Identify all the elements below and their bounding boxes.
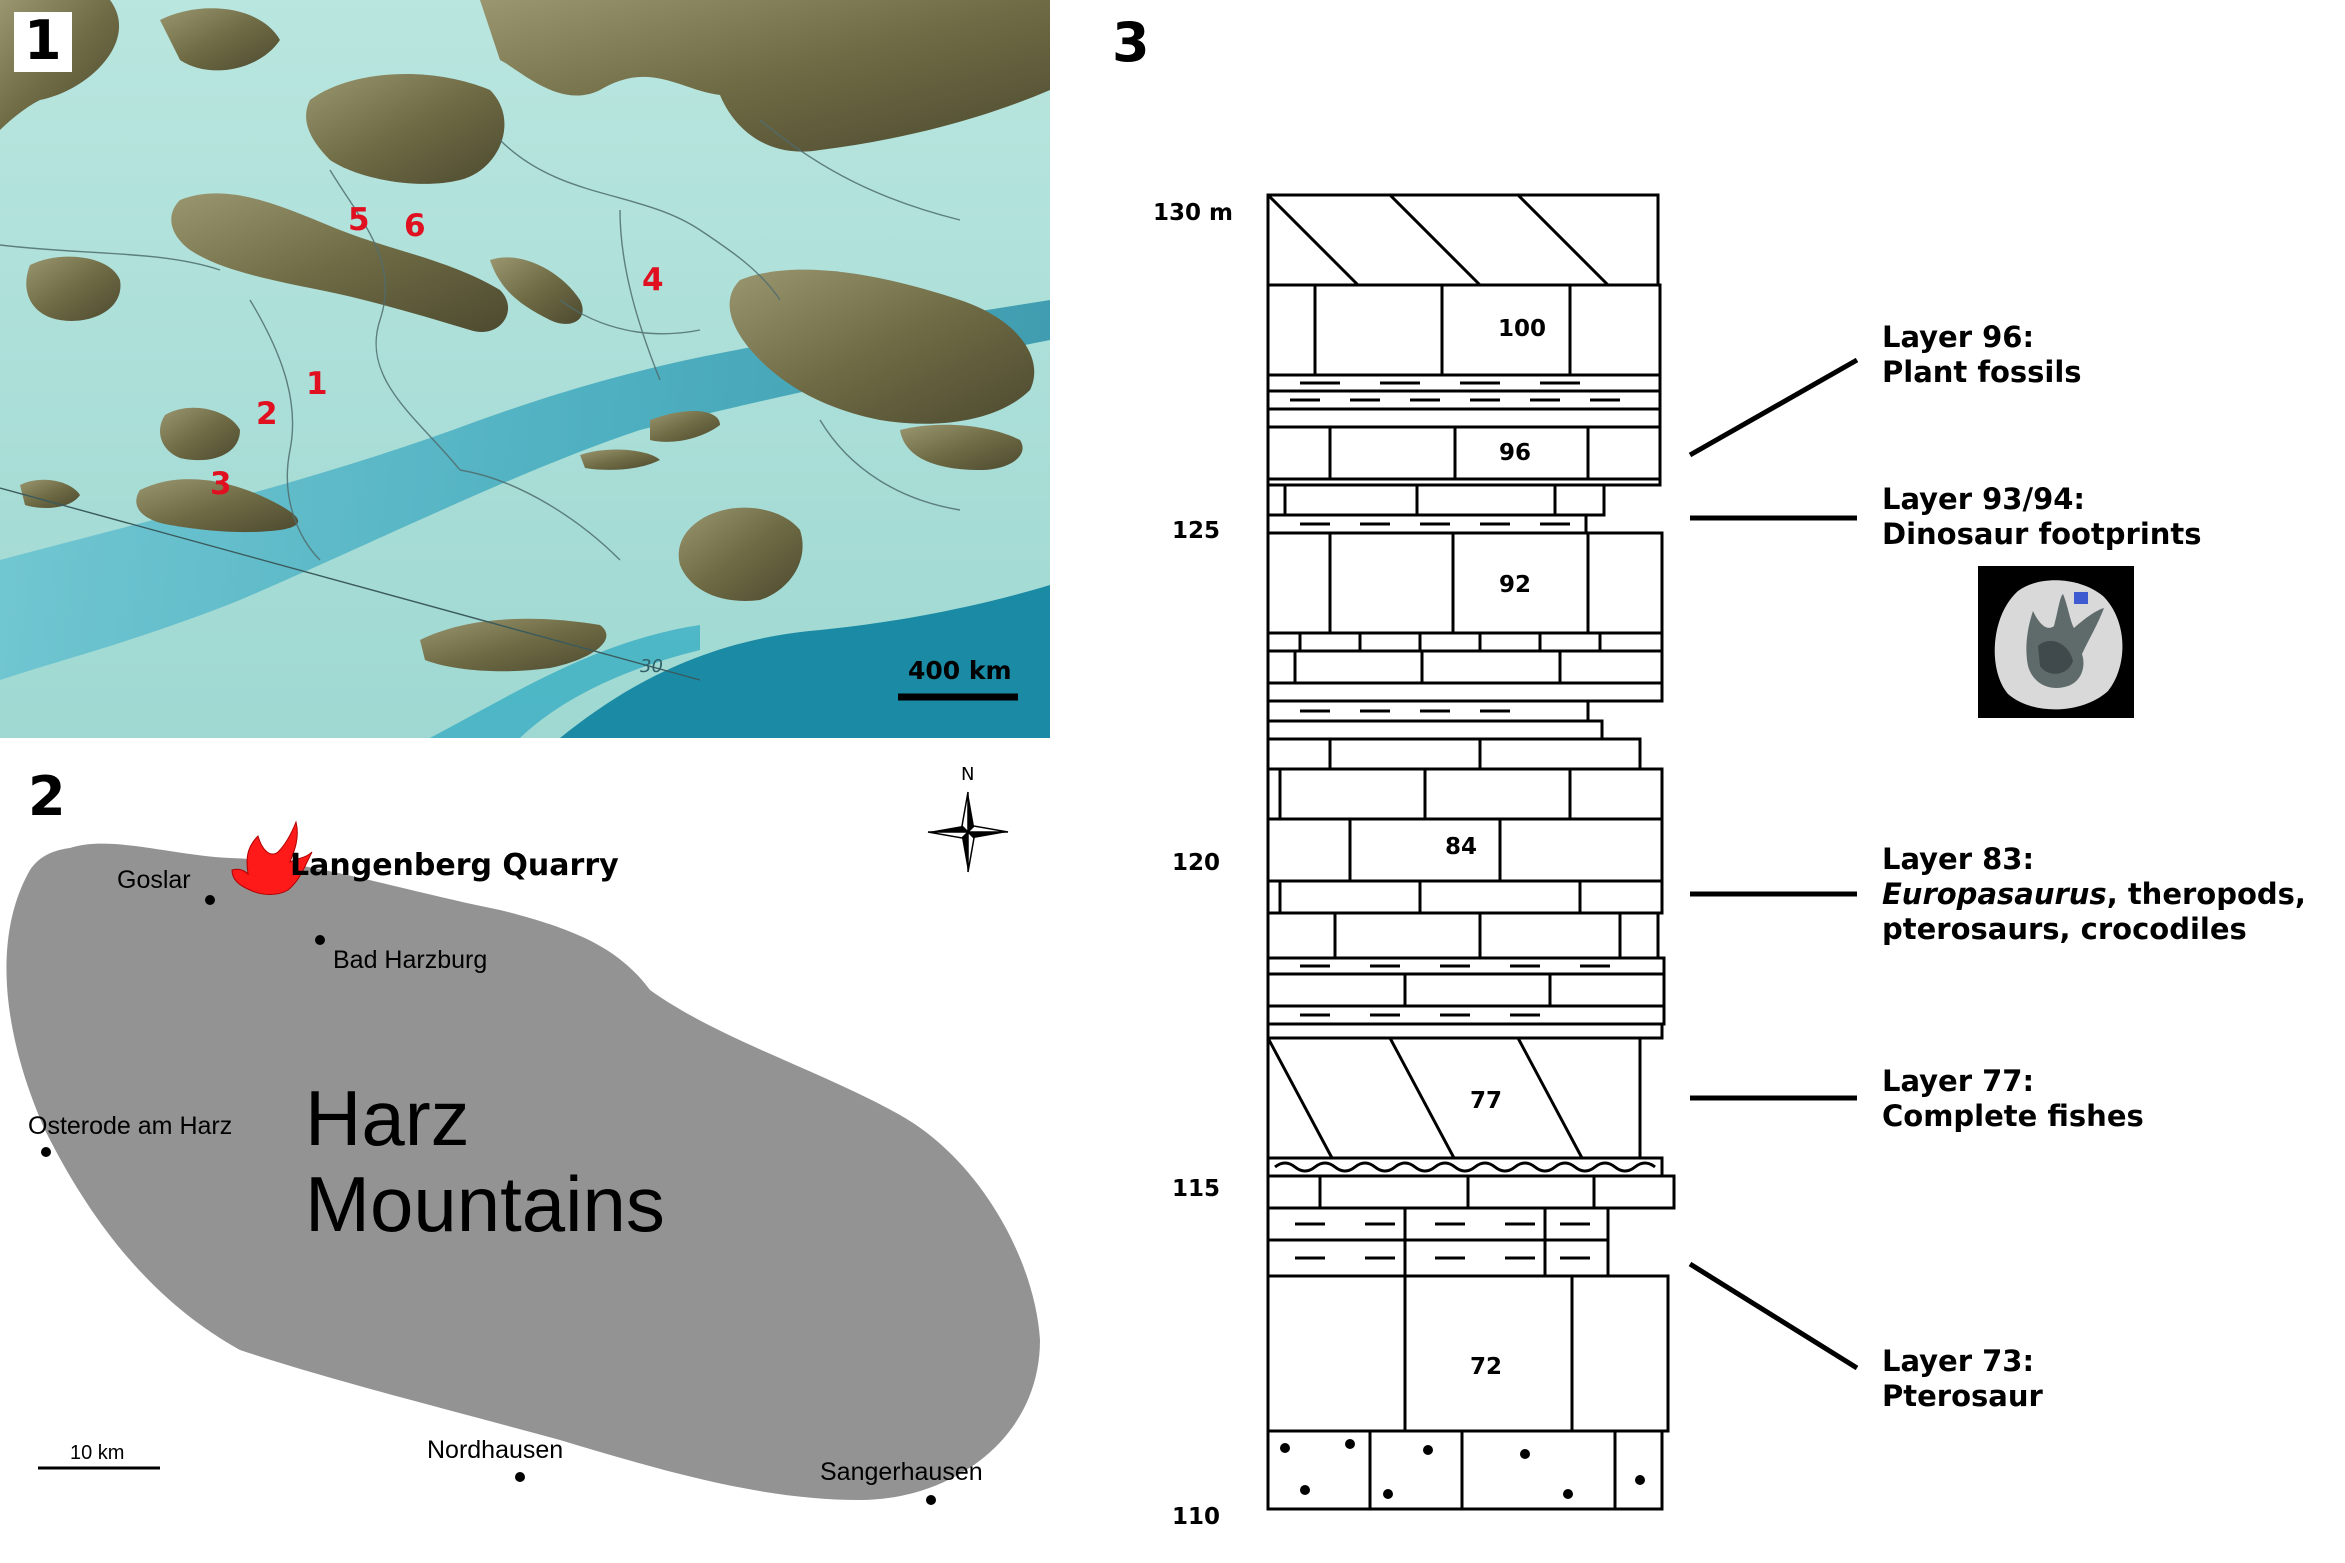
- annotation-layer-83-title: Layer 83:: [1882, 842, 2035, 876]
- town-label-osterode: Osterode am Harz: [28, 1112, 233, 1140]
- land-north-east: [480, 0, 1050, 152]
- town-label-goslar: Goslar: [117, 866, 191, 894]
- town-label-bad-harzburg: Bad Harzburg: [333, 946, 488, 974]
- town-dot-nordhausen: [515, 1472, 525, 1482]
- annotation-layer-83-taxon: Europasaurus: [1882, 877, 2107, 911]
- site-label-6: 6: [404, 208, 426, 244]
- land-scandinavia-south: [306, 73, 505, 184]
- annotation-layer-83-rest: , theropods,: [2106, 877, 2306, 911]
- annotation-layer-73-title: Layer 73:: [1882, 1344, 2035, 1378]
- annotation-layer-77-title: Layer 77:: [1882, 1064, 2035, 1098]
- land-southeast-1: [678, 507, 803, 601]
- depth-label-130: 130 m: [1153, 200, 1233, 226]
- town-label-sangerhausen: Sangerhausen: [820, 1458, 983, 1486]
- layer-number-72: 72: [1470, 1354, 1503, 1380]
- land-south-central: [420, 618, 607, 672]
- depth-label-125: 125: [1172, 518, 1221, 544]
- harz-region-shape: [6, 843, 1041, 1500]
- quarry-title: Langenberg Quarry: [290, 848, 619, 883]
- site-label-5: 5: [348, 202, 370, 238]
- panel-number-1: 1: [14, 12, 72, 72]
- land-london-brabant: [160, 407, 240, 461]
- town-label-nordhausen: Nordhausen: [427, 1436, 564, 1464]
- harz-map: N: [6, 764, 1041, 1505]
- layer-number-100: 100: [1498, 316, 1547, 342]
- land-east-small: [650, 410, 720, 442]
- layer-number-92: 92: [1499, 572, 1532, 598]
- site-label-3: 3: [210, 466, 232, 502]
- land-southwest-1: [136, 479, 299, 533]
- annotation-layer-93-94-title: Layer 93/94:: [1882, 482, 2086, 516]
- annotation-layer-73-text: Pterosaur: [1882, 1379, 2043, 1413]
- annotation-layer-96-title: Layer 96:: [1882, 320, 2035, 354]
- deep-ocean-edge: [430, 625, 700, 738]
- land-west-island: [26, 256, 121, 321]
- land-north-small: [160, 8, 280, 71]
- land-southwest-2: [20, 479, 80, 508]
- region-label-line1: Harz: [305, 1074, 470, 1162]
- layer-number-84: 84: [1445, 834, 1478, 860]
- stratigraphic-column: [1266, 193, 1676, 1511]
- paleogeographic-map: 30 5 6 4 1 2 3 400 km: [0, 0, 1050, 738]
- layer-number-96: 96: [1499, 440, 1532, 466]
- annotation-layer-83-line3: pterosaurs, crocodiles: [1882, 912, 2247, 946]
- town-dot-sangerhausen: [926, 1495, 936, 1505]
- land-southeast-2: [900, 424, 1023, 470]
- site-label-4: 4: [642, 262, 664, 298]
- depth-label-110: 110: [1172, 1504, 1221, 1530]
- depth-label-120: 120: [1172, 850, 1221, 876]
- depth-label-115: 115: [1172, 1176, 1221, 1202]
- harz-scale-label: 10 km: [70, 1442, 125, 1464]
- political-borders: [0, 119, 961, 561]
- land-central-islet: [580, 449, 660, 470]
- land-east-large: [729, 269, 1035, 424]
- deep-basin: [0, 300, 1050, 680]
- quarry-marker-icon: [231, 820, 313, 895]
- annotation-layer-77: Layer 77: Complete fishes: [1882, 1064, 2144, 1134]
- annotation-layer-96: Layer 96: Plant fossils: [1882, 320, 2082, 390]
- map-scale-label: 400 km: [908, 656, 1012, 685]
- panel-number-3: 3: [1112, 11, 1150, 74]
- annotation-layer-73: Layer 73: Pterosaur: [1882, 1344, 2043, 1414]
- latitude-line: [0, 487, 701, 681]
- land-bohemian-strip: [490, 257, 583, 324]
- land-rhenish-massif: [171, 193, 509, 332]
- annotation-layer-93-94-text: Dinosaur footprints: [1882, 517, 2202, 551]
- annotation-layer-83-line2: Europasaurus, theropods,: [1882, 877, 2306, 912]
- annotation-layer-93-94: Layer 93/94: Dinosaur footprints: [1882, 482, 2202, 552]
- wavy-ripple-line: [1274, 1161, 1656, 1173]
- town-dot-osterode: [41, 1147, 51, 1157]
- footprint-photo: [1978, 566, 2134, 718]
- layer-number-77: 77: [1470, 1088, 1503, 1114]
- contour-label: 30: [640, 656, 663, 677]
- leader-lines: [1688, 357, 1859, 1371]
- north-arrow-icon: [927, 791, 1009, 873]
- panel-number-2: 2: [28, 765, 66, 828]
- site-label-1: 1: [306, 366, 328, 402]
- annotation-layer-77-text: Complete fishes: [1882, 1099, 2144, 1133]
- north-label: N: [961, 764, 974, 785]
- annotation-layer-96-text: Plant fossils: [1882, 355, 2082, 389]
- annotation-layer-83: Layer 83: Europasaurus, theropods, ptero…: [1882, 842, 2306, 947]
- town-dot-bad-harzburg: [315, 935, 325, 945]
- town-dot-goslar: [205, 895, 215, 905]
- site-label-2: 2: [256, 396, 278, 432]
- region-label-line2: Mountains: [305, 1160, 665, 1248]
